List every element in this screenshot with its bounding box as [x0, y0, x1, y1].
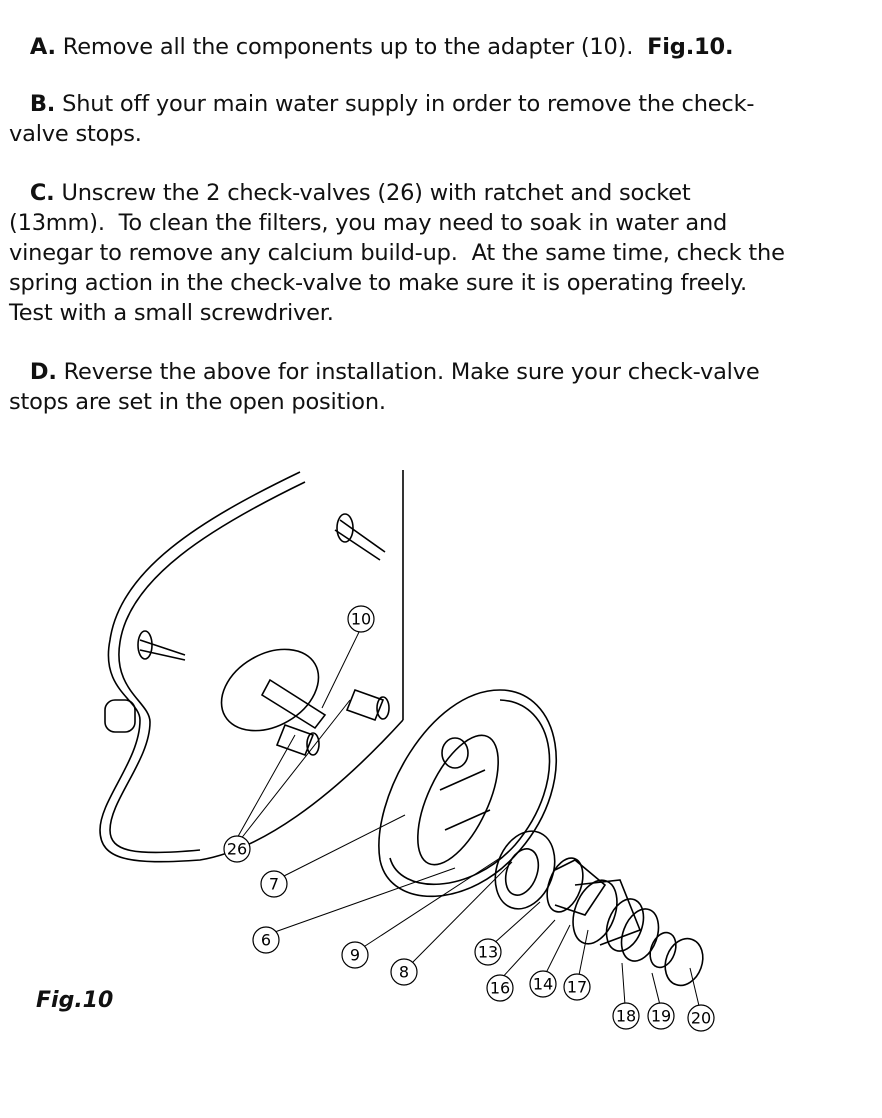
wall-outline: [99, 470, 404, 863]
callout-26: 26: [223, 835, 251, 863]
pipe-stubs: [137, 513, 386, 661]
step-text: stops are set in the open position.: [9, 389, 386, 415]
callout-8: 8: [390, 958, 418, 986]
callout-20: 20: [687, 1004, 715, 1032]
callout-16: 16: [486, 974, 514, 1002]
svg-text:16: 16: [490, 979, 510, 998]
step-label: B.: [29, 91, 56, 117]
svg-text:6: 6: [261, 931, 271, 950]
step-label: C.: [29, 180, 55, 206]
step-text: Shut off your main water supply in order…: [55, 91, 755, 117]
step-text: Remove all the components up to the adap…: [55, 34, 648, 60]
callout-19: 19: [647, 1002, 675, 1030]
callout-13: 13: [474, 938, 502, 966]
callout-7: 7: [260, 870, 288, 898]
svg-text:7: 7: [269, 875, 279, 894]
svg-text:20: 20: [691, 1009, 711, 1028]
step-c: C. Unscrew the 2 check-valves (26) with …: [9, 178, 785, 328]
callout-10: 10: [347, 605, 375, 633]
step-a: A. Remove all the components up to the a…: [9, 32, 734, 62]
svg-text:18: 18: [616, 1007, 636, 1026]
svg-text:10: 10: [351, 610, 371, 629]
step-d: D. Reverse the above for installation. M…: [9, 357, 760, 417]
leader-lines: [235, 629, 701, 1011]
step-text: (13mm). To clean the filters, you may ne…: [9, 210, 728, 236]
svg-text:19: 19: [651, 1007, 671, 1026]
svg-text:8: 8: [399, 963, 409, 982]
svg-text:14: 14: [533, 975, 553, 994]
figure-caption: Fig.10: [36, 988, 114, 1013]
step-label: D.: [29, 359, 57, 385]
callout-18: 18: [612, 1002, 640, 1030]
valve-body: [220, 648, 390, 757]
step-text: Unscrew the 2 check-valves (26) with rat…: [54, 180, 691, 206]
trim-plate: [378, 689, 557, 898]
callout-9: 9: [341, 941, 369, 969]
svg-text:26: 26: [227, 840, 247, 859]
step-b: B. Shut off your main water supply in or…: [9, 89, 755, 149]
step-text: vinegar to remove any calcium build-up. …: [9, 240, 785, 266]
step-text: spring action in the check-valve to make…: [9, 270, 747, 296]
callout-17: 17: [563, 973, 591, 1001]
step-label: A.: [29, 34, 56, 60]
step-text: Reverse the above for installation. Make…: [56, 359, 760, 385]
svg-text:13: 13: [478, 943, 498, 962]
svg-text:9: 9: [350, 946, 360, 965]
callout-6: 6: [252, 926, 280, 954]
svg-text:17: 17: [567, 978, 587, 997]
step-text: Test with a small screwdriver.: [9, 300, 334, 326]
callout-14: 14: [529, 970, 557, 998]
figure-reference: Fig.10.: [647, 34, 734, 60]
cartridge-parts: [494, 830, 704, 987]
step-text: valve stops.: [9, 121, 142, 147]
